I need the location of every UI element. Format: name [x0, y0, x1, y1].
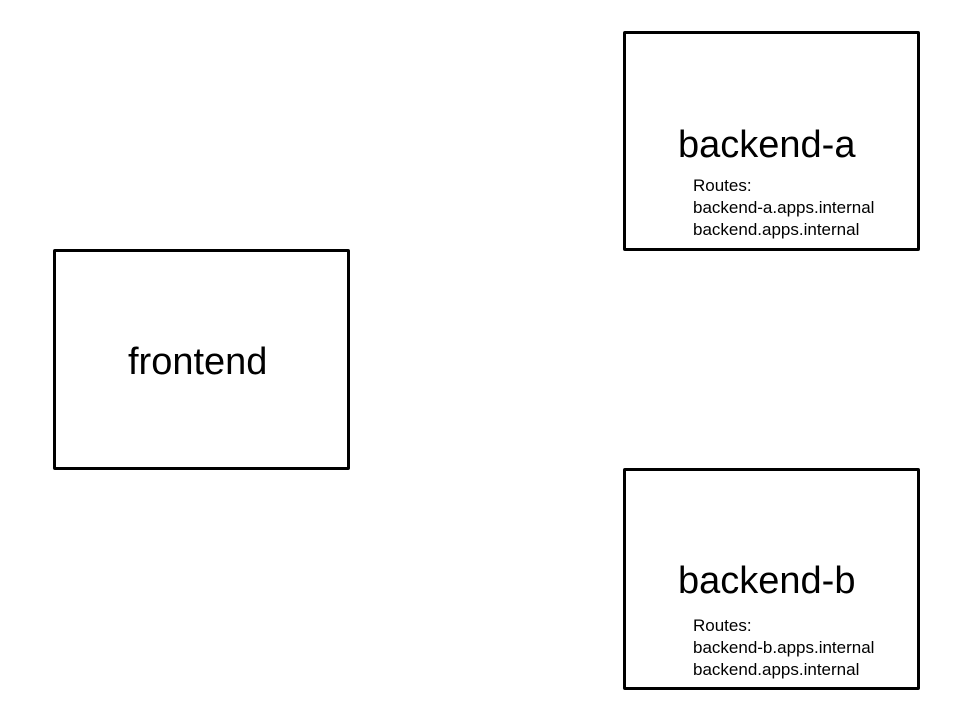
backend-b-routes: Routes: backend-b.apps.internal backend.… — [693, 615, 874, 681]
backend-a-label: backend-a — [678, 124, 856, 166]
backend-b-node: backend-b Routes: backend-b.apps.interna… — [623, 468, 920, 690]
route-item: backend-a.apps.internal — [693, 198, 875, 217]
route-item: backend-b.apps.internal — [693, 638, 875, 657]
route-item: backend.apps.internal — [693, 660, 860, 679]
backend-a-node: backend-a Routes: backend-a.apps.interna… — [623, 31, 920, 251]
routes-heading: Routes: — [693, 616, 752, 635]
backend-b-label: backend-b — [678, 560, 856, 602]
backend-a-routes: Routes: backend-a.apps.internal backend.… — [693, 175, 874, 241]
frontend-label: frontend — [128, 341, 268, 383]
frontend-node: frontend — [53, 249, 350, 470]
route-item: backend.apps.internal — [693, 220, 860, 239]
routes-heading: Routes: — [693, 176, 752, 195]
